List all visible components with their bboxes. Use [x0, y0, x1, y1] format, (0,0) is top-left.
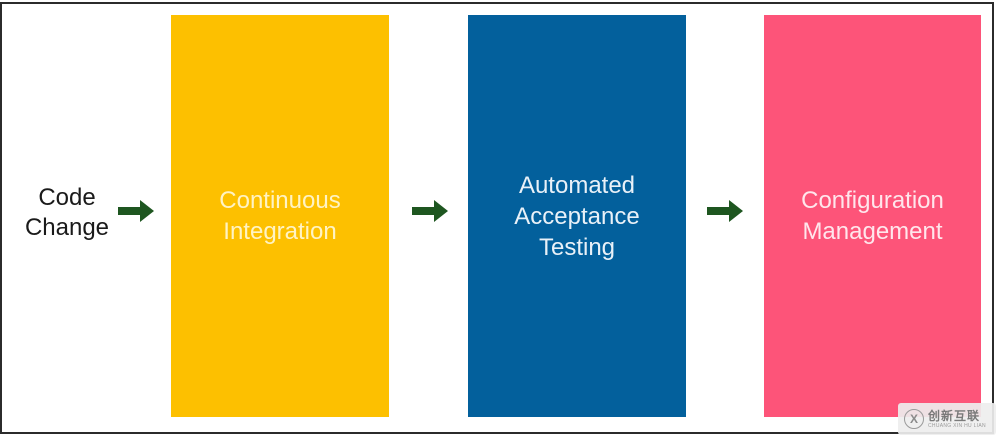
stage-label-line: Integration	[223, 218, 337, 245]
start-node-code-change: Code Change	[14, 183, 120, 243]
watermark-brand-subtext: CHUANG XIN HU LIAN	[928, 422, 986, 429]
watermark-brand-name: 创新互联	[928, 408, 981, 423]
stage-label-line: Testing	[538, 233, 616, 261]
stage-label: Automated Acceptance Testing	[514, 170, 639, 263]
start-node-line: Change	[24, 214, 110, 241]
right-arrow-icon	[118, 200, 154, 222]
stage-label: Continuous Integration	[219, 185, 340, 247]
stage-automated-acceptance-testing: Automated Acceptance Testing	[468, 15, 686, 417]
arrow-shape	[412, 200, 448, 222]
watermark-logo: X 创新互联 CHUANG XIN HU LIAN	[898, 403, 996, 435]
watermark-text: 创新互联 CHUANG XIN HU LIAN	[928, 410, 986, 429]
stage-label-line: Acceptance	[514, 202, 640, 230]
start-node-line: Code	[38, 184, 96, 211]
brand-logo-icon: X	[904, 409, 924, 429]
arrow-shape	[707, 200, 743, 222]
stage-label: Configuration Management	[801, 185, 944, 247]
stage-label-line: Automated	[518, 171, 636, 199]
stage-label-line: Continuous	[219, 187, 341, 214]
stage-continuous-integration: Continuous Integration	[171, 15, 389, 417]
arrow-shape	[118, 200, 154, 222]
stage-label-line: Configuration	[801, 187, 944, 214]
stage-label-line: Management	[802, 218, 943, 245]
stage-configuration-management: Configuration Management	[764, 15, 981, 417]
right-arrow-icon	[412, 200, 448, 222]
right-arrow-icon	[707, 200, 743, 222]
